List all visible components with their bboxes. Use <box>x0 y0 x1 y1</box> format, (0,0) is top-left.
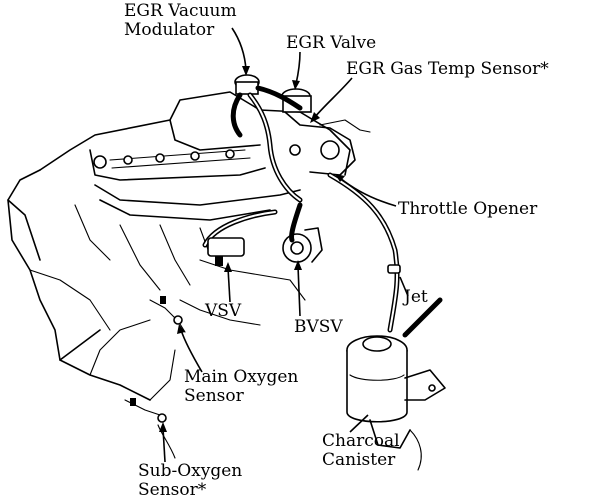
egr-vacuum-modulator-line2: Modulator <box>124 20 215 40</box>
vsv-bvsv-components <box>202 202 323 266</box>
main-oxygen-sensor-line1: Main Oxygen <box>184 367 299 387</box>
charcoal-canister-shape <box>346 335 446 471</box>
sub-oxygen-sensor-line1: Sub-Oxygen <box>138 461 243 481</box>
charcoal-canister-label: Charcoal Canister <box>322 432 400 470</box>
charcoal-canister-line1: Charcoal <box>322 431 400 451</box>
main-oxygen-sensor-line2: Sensor <box>184 386 244 406</box>
bvsv-label: BVSV <box>294 317 343 337</box>
egr-valve-label: EGR Valve <box>286 33 377 53</box>
sub-oxygen-sensor-shape <box>124 398 176 459</box>
canister-hose <box>327 172 443 338</box>
throttle-opener-label: Throttle Opener <box>398 199 538 219</box>
egr-vacuum-modulator-line1: EGR Vacuum <box>124 1 237 21</box>
main-oxygen-sensor-label: Main Oxygen Sensor <box>184 368 298 406</box>
charcoal-canister-line2: Canister <box>322 450 396 470</box>
sub-oxygen-sensor-line2: Sensor* <box>138 480 207 500</box>
egr-vacuum-modulator-label: EGR Vacuum Modulator <box>124 2 237 40</box>
egr-assembly <box>230 74 371 203</box>
egr-gas-temp-sensor-label: EGR Gas Temp Sensor* <box>346 59 549 79</box>
main-oxygen-sensor-shape <box>149 296 186 333</box>
leader-lines <box>159 27 409 463</box>
engine-block <box>7 91 351 401</box>
sub-oxygen-sensor-label: Sub-Oxygen Sensor* <box>138 462 242 500</box>
jet-label: Jet <box>404 287 428 307</box>
vsv-label: VSV <box>205 301 242 321</box>
